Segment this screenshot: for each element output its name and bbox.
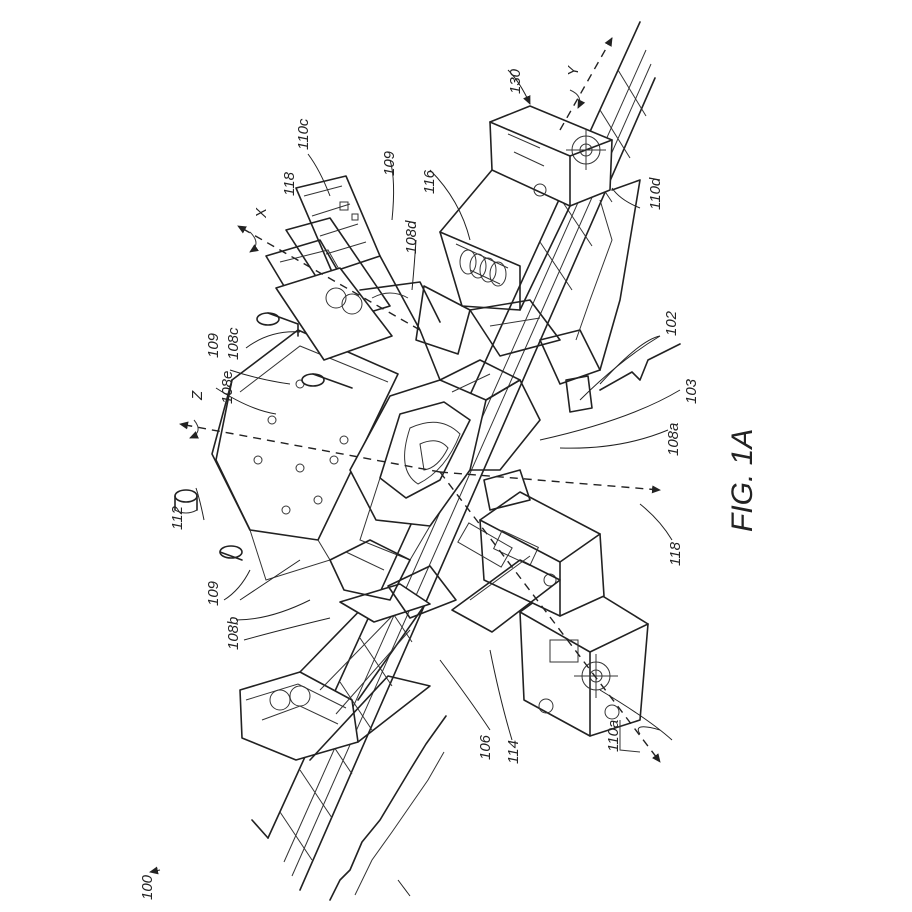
figure-label: FIG. 1A xyxy=(726,429,759,532)
upper-right-drive xyxy=(415,105,641,413)
ref-110d: 110d xyxy=(647,177,664,210)
ref-130: 130 xyxy=(507,68,524,94)
ref-110a: 110a xyxy=(605,720,622,752)
ref-108c: 108c xyxy=(225,327,242,360)
mold-core xyxy=(329,359,541,619)
ref-108e: 108e xyxy=(219,371,236,404)
axes xyxy=(179,37,661,763)
ref-109-left: 109 xyxy=(205,332,222,358)
ref-102: 102 xyxy=(663,310,680,336)
ref-103: 103 xyxy=(683,378,700,404)
ref-108d: 108d xyxy=(403,220,420,254)
ref-114: 114 xyxy=(505,740,522,764)
ground-line xyxy=(619,720,641,753)
ref-112: 112 xyxy=(169,505,186,530)
axis-label-z: Z xyxy=(189,390,206,401)
ref-118-right: 118 xyxy=(667,541,684,566)
ref-108b: 108b xyxy=(225,617,242,650)
plate-holes xyxy=(253,379,349,515)
axis-label-y: Y xyxy=(565,65,582,76)
spring-coils xyxy=(459,249,507,287)
left-lower-arm xyxy=(239,583,431,761)
ref-116: 116 xyxy=(421,169,438,194)
ref-106: 106 xyxy=(477,734,494,760)
ref-109-bottom: 109 xyxy=(205,580,222,606)
upper-left-arm xyxy=(265,175,441,381)
axis-label-x: X xyxy=(253,207,270,219)
ref-118-top: 118 xyxy=(281,171,298,196)
ref-108a: 108a xyxy=(665,423,682,456)
ref-109-top: 109 xyxy=(381,150,398,176)
ref-100: 100 xyxy=(139,874,156,900)
break-line xyxy=(599,343,681,391)
axis-labels: X Y Z xyxy=(189,65,582,401)
leader-lines xyxy=(149,69,681,897)
reference-labels: 100 102 103 106 108a 108b 108c 108d 108e… xyxy=(139,68,700,900)
ref-110c: 110c xyxy=(295,118,312,150)
lower-right-drive xyxy=(451,491,649,737)
